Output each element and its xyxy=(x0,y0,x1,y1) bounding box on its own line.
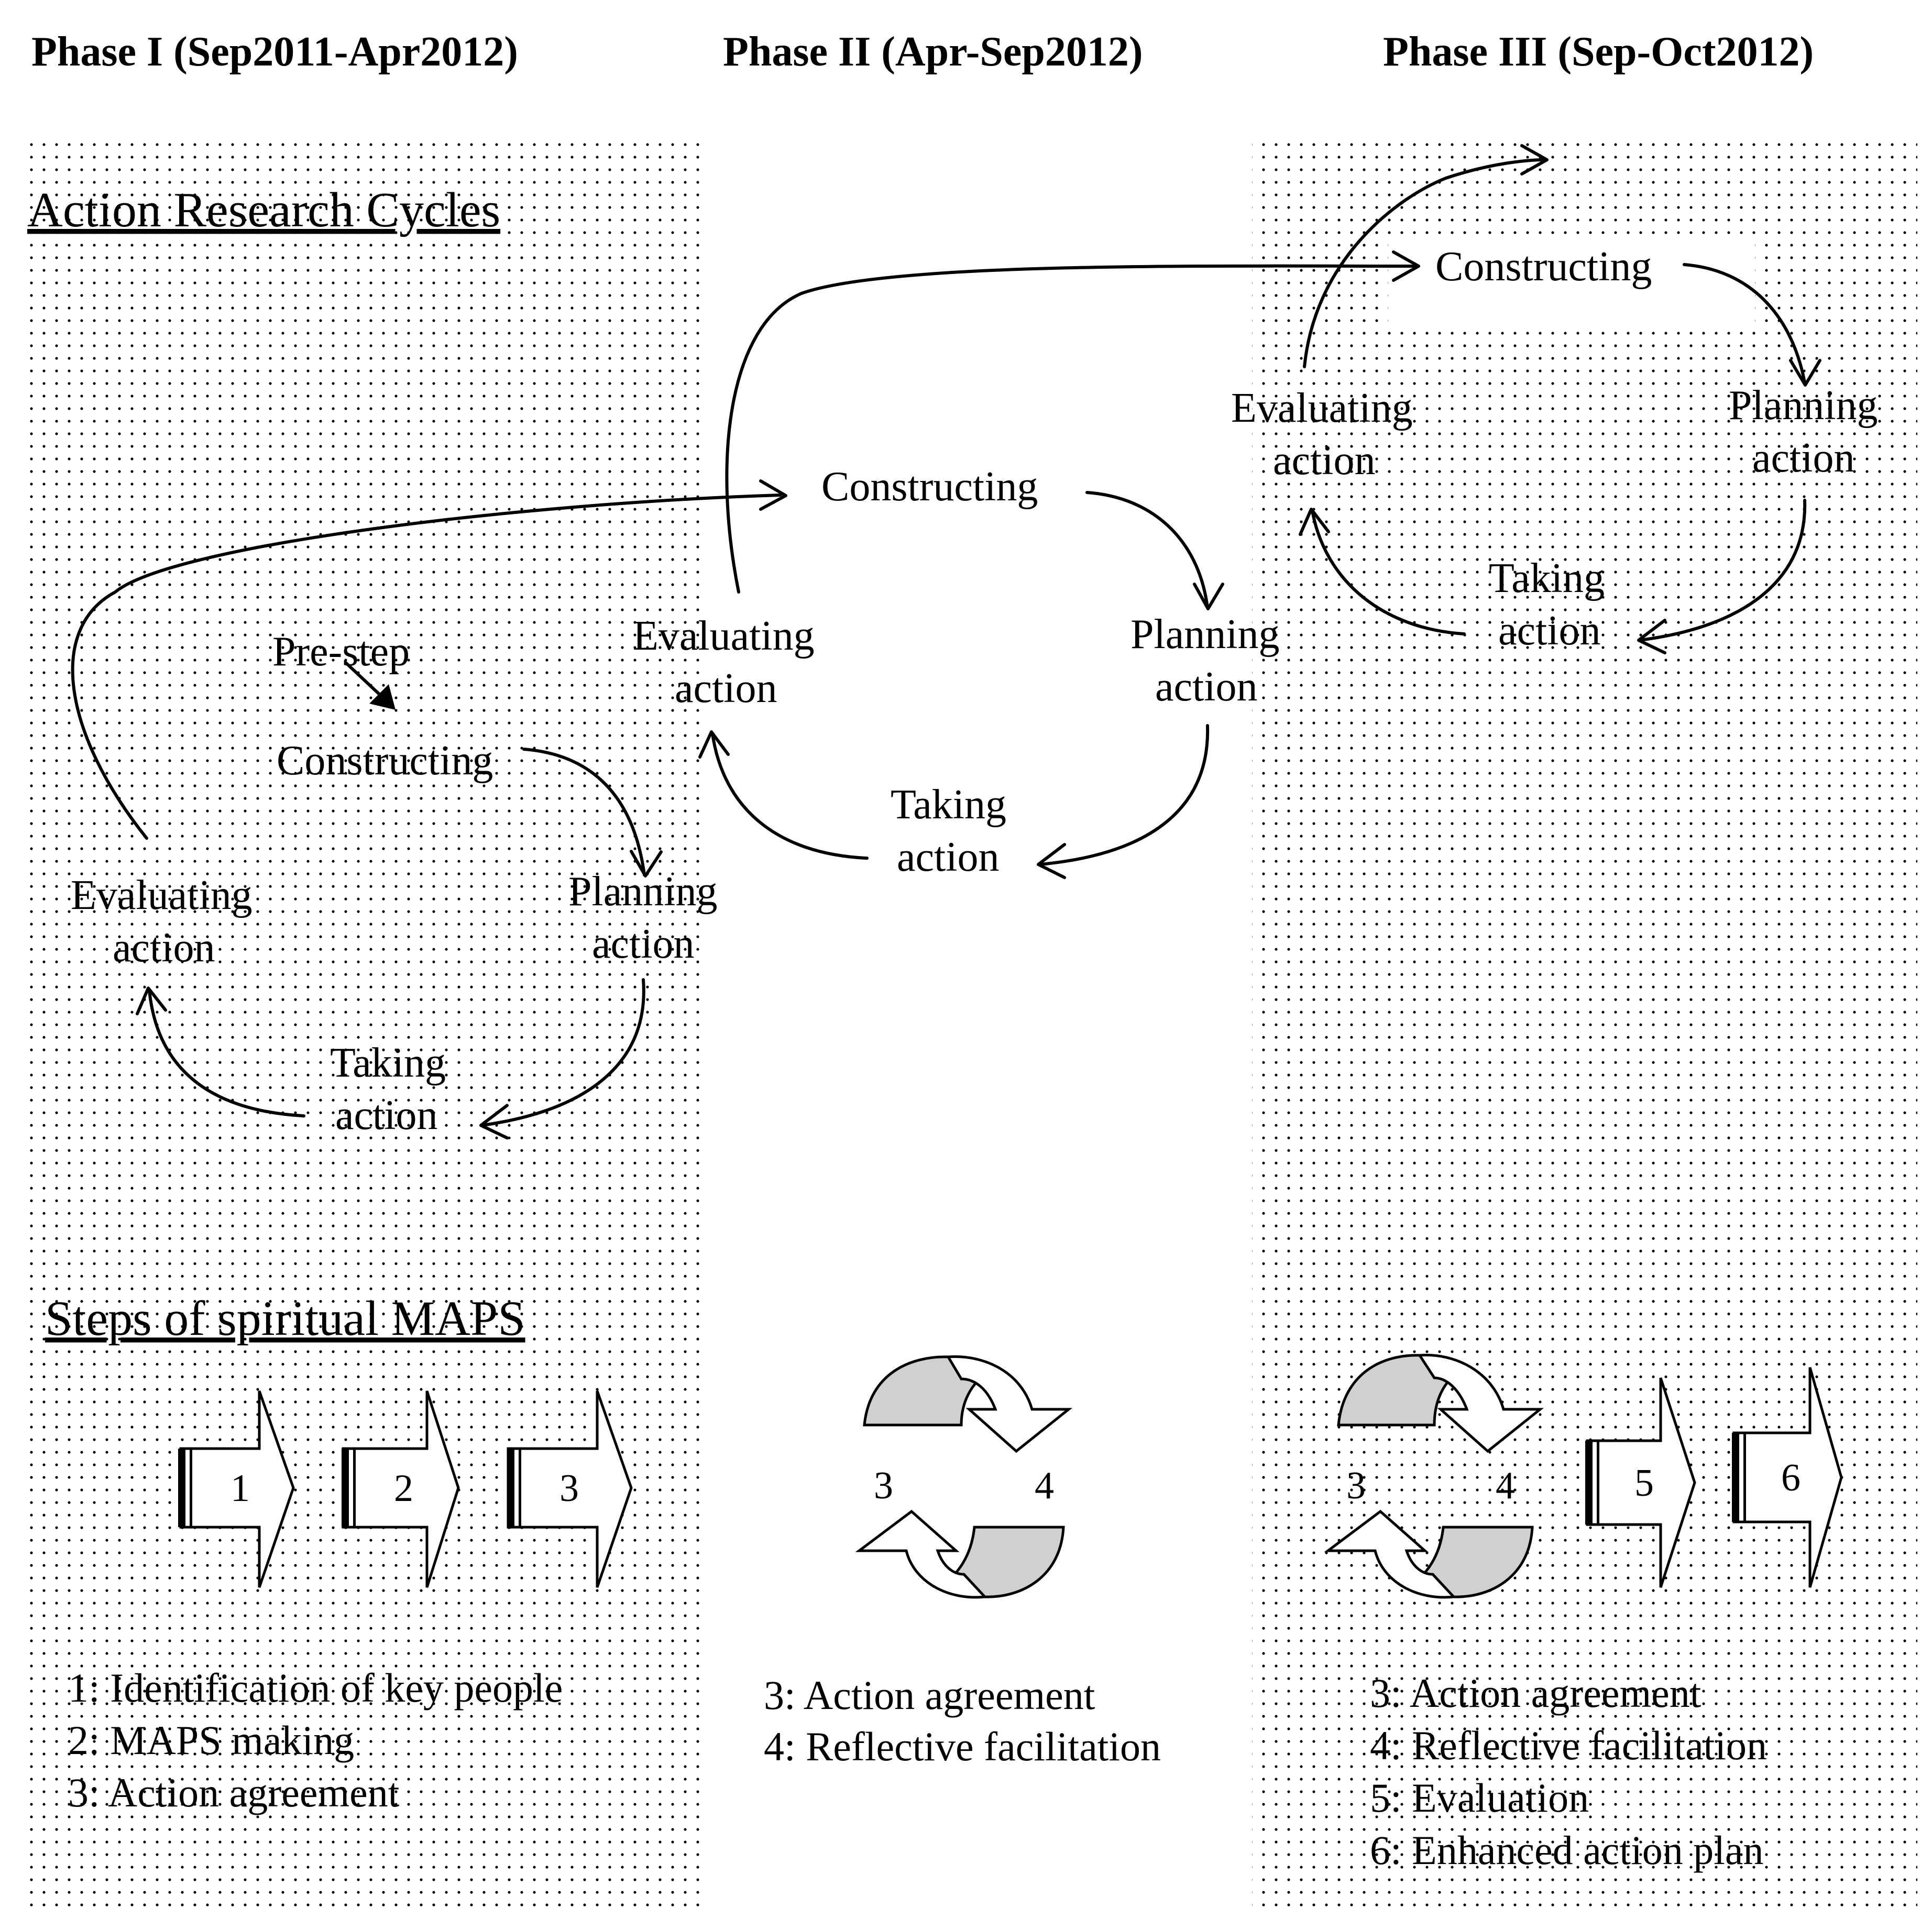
legend-item: 3: Action agreement xyxy=(68,1770,400,1815)
step-number-3: 3 xyxy=(559,1467,579,1510)
phase1-constructing: Constructing xyxy=(277,738,493,784)
phase2-arrow-constructing-planning xyxy=(1085,491,1224,610)
phase1-evaluating-2: action xyxy=(113,925,215,971)
legend-item: 2: MAPS making xyxy=(68,1717,354,1763)
phase2-planning-1: Planning xyxy=(1130,611,1279,657)
legend-item: 3: Action agreement xyxy=(1370,1670,1702,1716)
phase3-constructing: Constructing xyxy=(1435,244,1652,290)
phase3-cycle-arrows: 3 4 xyxy=(1324,1354,1544,1599)
phase-3-panel xyxy=(1252,136,1917,1907)
phase3-arrow-constructing-planning xyxy=(1683,263,1821,387)
phase1-taking-1: Taking xyxy=(330,1040,446,1086)
legend-item: 4: Reflective facilitation xyxy=(764,1724,1161,1769)
phase1-arrow-taking-evaluating xyxy=(136,987,305,1117)
phase2-taking-2: action xyxy=(897,834,999,880)
phase1-evaluating-1: Evaluating xyxy=(71,872,253,918)
phase1-arrow-constructing-planning xyxy=(522,748,663,878)
phase-1-header: Phase I (Sep2011-Apr2012) xyxy=(31,29,518,75)
phase2-taking-1: Taking xyxy=(891,782,1006,828)
phase2-evaluating-2: action xyxy=(675,665,777,711)
phase3-planning-1: Planning xyxy=(1729,382,1878,429)
phase2-planning-2: action xyxy=(1155,664,1257,710)
phase2-step-4: 4 xyxy=(1035,1464,1054,1507)
phase3-planning-2: action xyxy=(1752,435,1854,481)
step-number-2: 2 xyxy=(394,1467,413,1510)
step-arrow-3: 3 xyxy=(507,1390,633,1588)
maps-steps-title: Steps of spiritual MAPS xyxy=(45,1291,525,1346)
legend-item: 1: Identification of key people xyxy=(68,1665,563,1711)
phase1-legend: 1: Identification of key people 2: MAPS … xyxy=(68,1665,563,1815)
phase2-arrow-planning-taking xyxy=(1037,724,1210,879)
phase-2-header: Phase II (Apr-Sep2012) xyxy=(723,29,1143,75)
phase-3-header: Phase III (Sep-Oct2012) xyxy=(1383,29,1814,75)
phase1-arrow-planning-taking xyxy=(479,978,645,1139)
phase3-legend: 3: Action agreement 4: Reflective facili… xyxy=(1370,1670,1767,1873)
phase-1-panel xyxy=(26,136,702,1907)
legend-item: 3: Action agreement xyxy=(764,1672,1095,1718)
phase3-taking-1: Taking xyxy=(1489,555,1605,601)
phase2-arrow-taking-evaluating xyxy=(698,730,869,860)
phase2-cycle-arrows: 3 4 xyxy=(855,1355,1073,1599)
phase3-step-3: 3 xyxy=(1346,1464,1366,1507)
legend-item: 6: Enhanced action plan xyxy=(1370,1827,1764,1873)
phase2-evaluating-1: Evaluating xyxy=(633,613,815,659)
phase1-planning-2: action xyxy=(592,921,694,967)
phase1-arrow-evaluating-phase2 xyxy=(71,479,787,840)
step-number-5: 5 xyxy=(1634,1462,1654,1505)
phase1-planning-1: Planning xyxy=(568,869,717,915)
phase3-step-4: 4 xyxy=(1496,1464,1515,1507)
step-arrow-6: 6 xyxy=(1732,1367,1843,1588)
phase2-legend: 3: Action agreement 4: Reflective facili… xyxy=(764,1672,1161,1769)
step-arrow-2: 2 xyxy=(342,1390,460,1588)
phase3-arrow-planning-taking xyxy=(1637,499,1807,654)
step-arrow-5: 5 xyxy=(1585,1377,1696,1588)
phase3-arrow-taking-evaluating xyxy=(1299,508,1466,635)
action-research-title: Action Research Cycles xyxy=(27,183,500,237)
phase2-constructing: Constructing xyxy=(821,464,1038,510)
step-number-6: 6 xyxy=(1781,1456,1801,1499)
phase2-step-3: 3 xyxy=(874,1464,893,1507)
step-arrow-1: 1 xyxy=(178,1390,295,1588)
legend-item: 4: Reflective facilitation xyxy=(1370,1723,1767,1768)
phase1-taking-2: action xyxy=(335,1092,437,1138)
phase3-evaluating-1: Evaluating xyxy=(1231,385,1413,431)
phase3-taking-2: action xyxy=(1498,608,1600,654)
phase1-pre-step-arrow xyxy=(344,661,396,710)
legend-item: 5: Evaluation xyxy=(1370,1775,1589,1821)
phase3-evaluating-2: action xyxy=(1273,437,1375,484)
phase1-pre-step: Pre-step xyxy=(272,629,410,675)
phase3-arrow-evaluating-next xyxy=(1303,144,1549,368)
step-number-1: 1 xyxy=(230,1467,250,1510)
phase2-arrow-evaluating-phase3 xyxy=(725,250,1420,594)
